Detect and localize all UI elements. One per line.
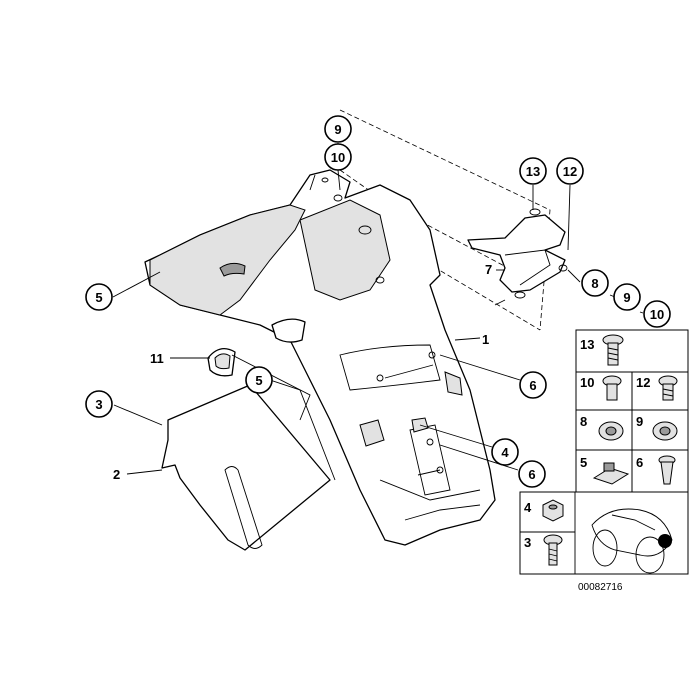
svg-text:6: 6	[636, 455, 643, 470]
grommet-icon	[598, 421, 624, 441]
svg-text:13: 13	[526, 164, 540, 179]
svg-text:4: 4	[501, 445, 509, 460]
table-label-12: 12	[636, 375, 650, 390]
grommet-part	[207, 347, 236, 377]
grommet-icon	[652, 421, 678, 441]
callout-9-right: 9	[613, 283, 641, 311]
rivet-icon	[658, 455, 676, 485]
svg-text:8: 8	[580, 414, 587, 429]
callout-10-right: 10	[643, 300, 671, 328]
callout-4: 4	[491, 438, 519, 466]
callout-10-top: 10	[324, 143, 352, 171]
svg-text:00082716: 00082716	[578, 582, 623, 593]
svg-text:1: 1	[482, 332, 489, 347]
cap-part	[271, 318, 306, 343]
svg-text:7: 7	[485, 262, 492, 277]
clip-nut-icon	[592, 462, 630, 485]
bracket-part	[467, 208, 568, 299]
svg-text:10: 10	[580, 375, 594, 390]
callout-6-lower: 6	[518, 460, 546, 488]
table-label-10: 10	[580, 375, 594, 390]
svg-text:12: 12	[563, 164, 577, 179]
svg-text:6: 6	[529, 378, 536, 393]
label-2: 2	[113, 467, 120, 482]
svg-text:5: 5	[95, 290, 102, 305]
callout-6-upper: 6	[519, 371, 547, 399]
table-label-9: 9	[636, 414, 643, 429]
svg-text:9: 9	[636, 414, 643, 429]
label-11: 11	[150, 351, 164, 366]
table-label-6: 6	[636, 455, 643, 470]
callout-5-left: 5	[85, 283, 113, 311]
svg-text:3: 3	[524, 535, 531, 550]
svg-text:9: 9	[334, 122, 341, 137]
cover-sheet-part	[161, 384, 331, 551]
callout-5-center: 5	[245, 366, 273, 394]
label-7: 7	[485, 262, 505, 277]
svg-text:11: 11	[150, 351, 164, 366]
table-label-5: 5	[580, 455, 587, 470]
svg-text:5: 5	[255, 373, 262, 388]
motorcycle-location-icon	[591, 508, 673, 574]
svg-text:5: 5	[580, 455, 587, 470]
reference-number: 00082716	[578, 582, 623, 593]
svg-text:13: 13	[580, 337, 594, 352]
label-1: 1	[482, 332, 489, 347]
svg-text:6: 6	[528, 467, 535, 482]
svg-text:10: 10	[650, 307, 664, 322]
svg-text:4: 4	[524, 500, 532, 515]
svg-text:9: 9	[623, 290, 630, 305]
table-label-13: 13	[580, 337, 594, 352]
rear-fender-part	[144, 169, 496, 546]
parts-table: 13 10 12 8 9 5 6 4 3	[519, 329, 689, 575]
callout-9-top: 9	[324, 115, 352, 143]
svg-text:8: 8	[591, 276, 598, 291]
svg-text:12: 12	[636, 375, 650, 390]
screw-icon	[543, 534, 563, 566]
callout-12: 12	[556, 157, 584, 185]
table-label-4: 4	[524, 500, 532, 515]
screw-icon	[602, 334, 624, 366]
screw-icon	[602, 375, 622, 401]
svg-text:3: 3	[95, 397, 102, 412]
table-label-8: 8	[580, 414, 587, 429]
svg-text:10: 10	[331, 150, 345, 165]
callout-8: 8	[581, 269, 609, 297]
table-label-3: 3	[524, 535, 531, 550]
callout-3: 3	[85, 390, 113, 418]
svg-text:2: 2	[113, 467, 120, 482]
callout-13: 13	[519, 157, 547, 185]
nut-icon	[542, 499, 564, 522]
screw-icon	[658, 375, 678, 401]
